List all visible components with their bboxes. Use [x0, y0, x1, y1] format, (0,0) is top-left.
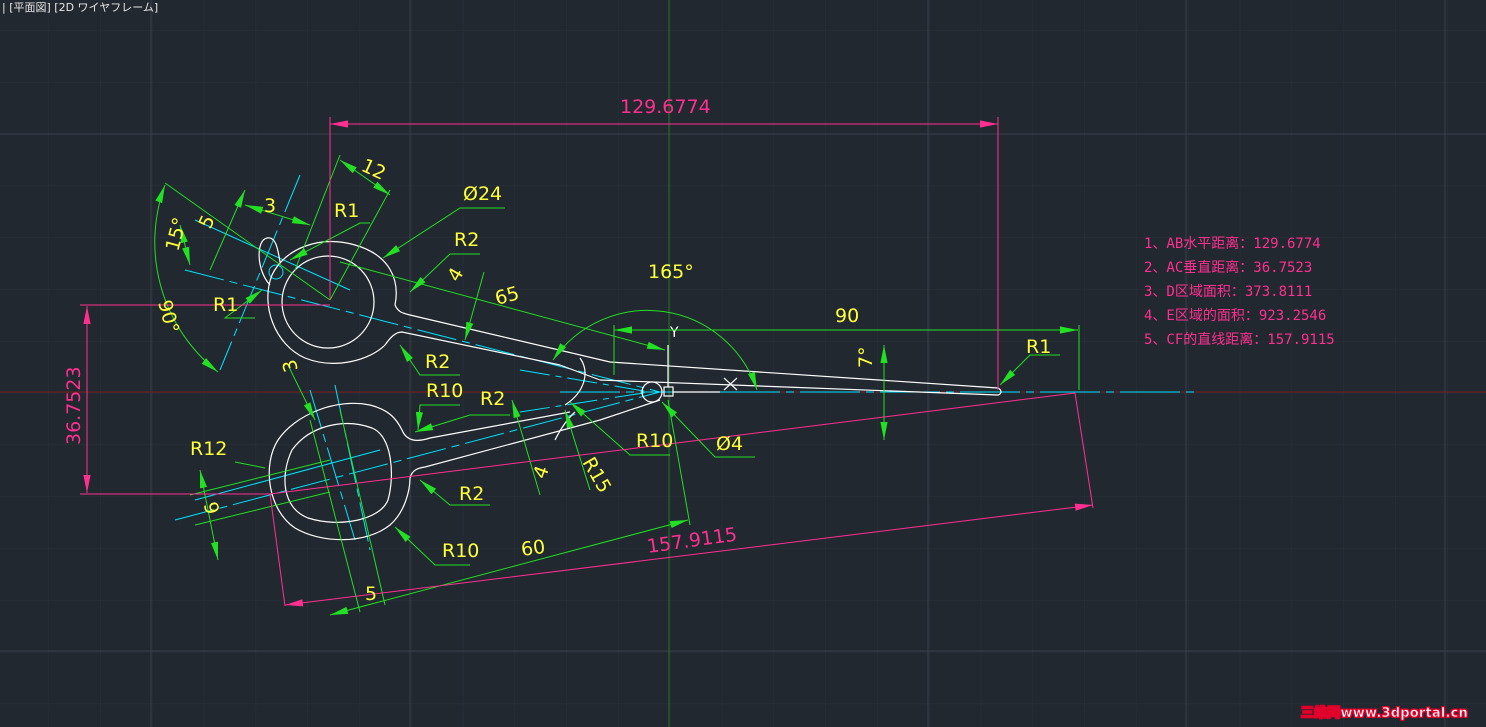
note-item: 2、AC垂直距离：36.7523 [1144, 260, 1313, 276]
dim-r12: R12 [190, 438, 227, 460]
ucs-y-label: Y [669, 325, 679, 341]
dim-dia-4: Ø4 [716, 433, 743, 455]
dim-r10-c: R10 [442, 540, 479, 562]
visual-style-control[interactable]: [2D ワイヤフレーム] [54, 1, 159, 14]
dim-r10-a: R10 [426, 380, 463, 402]
viewport-controls: [-]| [平面図] [2D ワイヤフレーム] [2, 1, 159, 14]
dimension-texts: 129.6774 36.7523 157.9115 165° 90 7° 65 … [63, 96, 1051, 605]
dim-r2-b: R2 [425, 351, 450, 373]
measure-dimensions [80, 117, 1094, 607]
note-item: 5、CF的直线距离：157.9115 [1144, 332, 1335, 348]
dim-len-60: 60 [520, 536, 547, 561]
dim-r1-top: R1 [334, 200, 359, 222]
note-item: 4、E区域的面积：923.2546 [1144, 308, 1327, 324]
watermark: 三维网www.3dportal.cn [1300, 706, 1468, 722]
dim-len-5-bottom: 5 [365, 583, 377, 605]
dim-r10-b: R10 [636, 430, 673, 452]
dim-r1-left: R1 [213, 294, 238, 316]
dim-angle-165: 165° [648, 261, 694, 283]
dim-angle-7: 7° [855, 346, 877, 368]
note-item: 1、AB水平距离：129.6774 [1144, 236, 1321, 252]
dim-r2-a: R2 [454, 229, 479, 251]
measurement-notes: 1、AB水平距离：129.6774 2、AC垂直距离：36.7523 3、D区域… [1144, 232, 1335, 352]
scissors-outline [258, 237, 1002, 541]
dim-len-3-mid: 3 [278, 357, 302, 374]
dimension-lines [154, 154, 1080, 616]
note-item: 3、D区域面积：373.8111 [1144, 284, 1313, 300]
dim-ab-horizontal: 129.6774 [620, 96, 711, 118]
dim-len-90: 90 [835, 305, 859, 327]
dim-len-3-top: 3 [264, 195, 276, 217]
dim-r2-d: R2 [459, 483, 484, 505]
view-cube-control[interactable]: [平面図] [9, 1, 51, 14]
dim-dia-24: Ø24 [463, 183, 502, 205]
dim-len-6: 6 [200, 499, 224, 516]
dim-ac-vertical: 36.7523 [63, 366, 85, 445]
dim-r1-tip: R1 [1026, 336, 1051, 358]
dim-r2-c: R2 [480, 388, 505, 410]
